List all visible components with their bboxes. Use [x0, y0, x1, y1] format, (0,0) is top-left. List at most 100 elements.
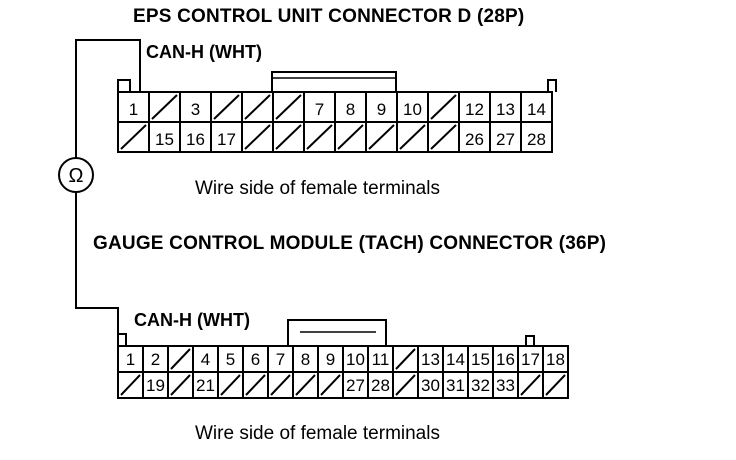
gauge-terminal-cell: [242, 371, 269, 399]
eps-unused-slash: [337, 124, 364, 150]
gauge-terminal-cell: [117, 371, 144, 399]
eps-terminal-cell: [148, 91, 181, 123]
gauge-terminal-cell: 33: [492, 371, 519, 399]
gauge-terminal-cell: [217, 371, 244, 399]
gauge-terminal-number: 16: [496, 350, 515, 369]
eps-terminal-cell: 26: [458, 121, 491, 153]
eps-unused-slash: [399, 124, 426, 150]
gauge-wire-label: CAN-H (WHT): [134, 310, 250, 330]
gauge-caption: Wire side of female terminals: [195, 423, 440, 444]
gauge-terminal-cell: 31: [442, 371, 469, 399]
gauge-unused-slash: [270, 374, 291, 396]
gauge-terminal-cell: 10: [342, 345, 369, 373]
gauge-terminal-cell: 6: [242, 345, 269, 373]
gauge-notch-left: [117, 333, 127, 347]
gauge-lock-tab: [287, 319, 387, 347]
eps-terminal-cell: [396, 121, 429, 153]
gauge-terminal-cell: 4: [192, 345, 219, 373]
gauge-terminal-cell: 15: [467, 345, 494, 373]
eps-terminal-cell: 10: [396, 91, 429, 123]
gauge-terminal-number: 7: [276, 350, 285, 369]
gauge-terminal-number: 31: [446, 376, 465, 395]
gauge-terminal-cell: 7: [267, 345, 294, 373]
gauge-terminal-number: 8: [301, 350, 310, 369]
gauge-terminal-cell: 13: [417, 345, 444, 373]
eps-terminal-cell: [272, 91, 305, 123]
gauge-terminal-cell: 19: [142, 371, 169, 399]
gauge-terminal-cell: 14: [442, 345, 469, 373]
eps-terminal-number: 27: [496, 130, 515, 149]
eps-terminal-cell: 3: [179, 91, 212, 123]
gauge-terminal-cell: 21: [192, 371, 219, 399]
gauge-terminal-number: 5: [226, 350, 235, 369]
gauge-unused-slash: [395, 348, 416, 370]
eps-unused-slash: [306, 124, 333, 150]
gauge-terminal-cell: 16: [492, 345, 519, 373]
eps-terminal-cell: [241, 121, 274, 153]
gauge-terminal-cell: 1: [117, 345, 144, 373]
eps-terminal-cell: 7: [303, 91, 336, 123]
eps-terminal-number: 26: [465, 130, 484, 149]
eps-terminal-cell: [427, 121, 460, 153]
gauge-terminal-cell: 11: [367, 345, 394, 373]
gauge-unused-slash: [395, 374, 416, 396]
eps-terminal-cell: 13: [489, 91, 522, 123]
eps-terminal-number: 15: [155, 130, 174, 149]
eps-terminal-cell: 8: [334, 91, 367, 123]
eps-unused-slash: [151, 94, 178, 120]
eps-terminal-cell: [272, 121, 305, 153]
gauge-unused-slash: [545, 374, 566, 396]
gauge-terminal-cell: 9: [317, 345, 344, 373]
eps-terminal-cell: 16: [179, 121, 212, 153]
gauge-terminal-cell: 28: [367, 371, 394, 399]
gauge-unused-slash: [295, 374, 316, 396]
gauge-terminal-cell: 32: [467, 371, 494, 399]
eps-terminal-number: 10: [403, 100, 422, 119]
gauge-terminal-number: 11: [372, 350, 390, 369]
gauge-unused-slash: [245, 374, 266, 396]
eps-terminal-number: 8: [346, 100, 355, 119]
gauge-terminal-number: 32: [471, 376, 490, 395]
gauge-unused-slash: [520, 374, 541, 396]
eps-unused-slash: [430, 94, 457, 120]
gauge-terminal-cell: [517, 371, 544, 399]
gauge-terminal-cell: 5: [217, 345, 244, 373]
eps-terminal-number: 13: [496, 100, 515, 119]
ohm-symbol: Ω: [69, 165, 84, 187]
eps-caption: Wire side of female terminals: [195, 178, 440, 199]
ohmmeter-icon: [58, 157, 94, 193]
eps-terminal-cell: [117, 121, 150, 153]
eps-terminal-cell: 28: [520, 121, 553, 153]
gauge-terminal-cell: [392, 371, 419, 399]
eps-unused-slash: [213, 94, 240, 120]
gauge-terminal-number: 14: [446, 350, 465, 369]
gauge-terminal-number: 17: [521, 350, 540, 369]
gauge-terminal-cell: [292, 371, 319, 399]
gauge-terminal-number: 18: [546, 350, 565, 369]
gauge-terminal-cell: 18: [542, 345, 569, 373]
gauge-unused-slash: [320, 374, 341, 396]
gauge-unused-slash: [120, 374, 141, 396]
gauge-terminal-number: 28: [371, 376, 390, 395]
gauge-terminal-cell: 30: [417, 371, 444, 399]
eps-terminal-number: 3: [191, 100, 200, 119]
eps-terminal-cell: [303, 121, 336, 153]
gauge-terminal-number: 30: [421, 376, 440, 395]
gauge-terminal-number: 10: [346, 350, 365, 369]
eps-terminal-cell: 17: [210, 121, 243, 153]
gauge-terminal-number: 6: [251, 350, 260, 369]
eps-lock-tab: [271, 71, 397, 93]
eps-terminal-cell: 27: [489, 121, 522, 153]
gauge-terminal-number: 33: [496, 376, 515, 395]
eps-terminal-cell: 1: [117, 91, 150, 123]
eps-terminal-number: 28: [527, 130, 546, 149]
eps-terminal-cell: 12: [458, 91, 491, 123]
eps-wire-label: CAN-H (WHT): [146, 42, 262, 62]
gauge-unused-slash: [170, 348, 191, 370]
gauge-terminal-cell: [542, 371, 569, 399]
gauge-terminal-number: 27: [346, 376, 365, 395]
eps-terminal-number: 1: [129, 100, 138, 119]
